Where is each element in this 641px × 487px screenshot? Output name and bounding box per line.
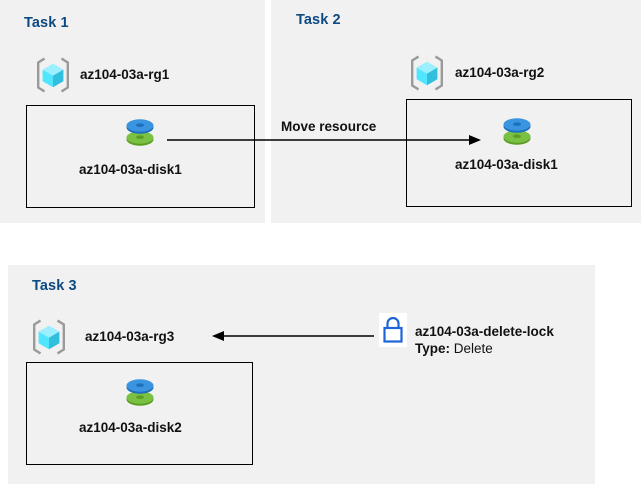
managed-disk-icon — [497, 112, 537, 152]
padlock-icon — [379, 313, 407, 347]
resource-group-cube-icon — [408, 54, 446, 92]
resource-group-label-rg3: az104-03a-rg3 — [85, 329, 175, 344]
resource-group-cube-icon — [30, 318, 68, 356]
panel-task-3 — [8, 265, 595, 484]
disk-label-disk2-task3: az104-03a-disk2 — [79, 420, 182, 435]
managed-disk-icon — [120, 113, 160, 153]
disk-label-disk1-task1: az104-03a-disk1 — [79, 162, 182, 177]
move-resource-arrow-label: Move resource — [281, 119, 377, 134]
resource-group-label-rg2: az104-03a-rg2 — [455, 65, 545, 80]
delete-lock-type-label: Type: — [415, 341, 451, 356]
resource-group-label-rg1: az104-03a-rg1 — [80, 67, 170, 82]
delete-lock-name: az104-03a-delete-lock — [415, 324, 554, 339]
panel-title-task-1: Task 1 — [24, 15, 69, 31]
resource-group-box-task-3 — [26, 362, 253, 465]
panel-title-task-2: Task 2 — [296, 12, 341, 28]
resource-group-cube-icon — [34, 56, 72, 94]
panel-task-2 — [271, 0, 641, 223]
managed-disk-icon — [120, 373, 160, 413]
panel-task-1 — [0, 0, 265, 223]
disk-label-disk1-task2: az104-03a-disk1 — [455, 157, 558, 172]
resource-group-box-task-1 — [26, 105, 255, 208]
delete-lock-type: Type: Delete — [415, 341, 493, 356]
delete-lock-type-value: Delete — [453, 341, 493, 356]
resource-group-box-task-2 — [406, 99, 632, 207]
panel-title-task-3: Task 3 — [32, 278, 77, 294]
